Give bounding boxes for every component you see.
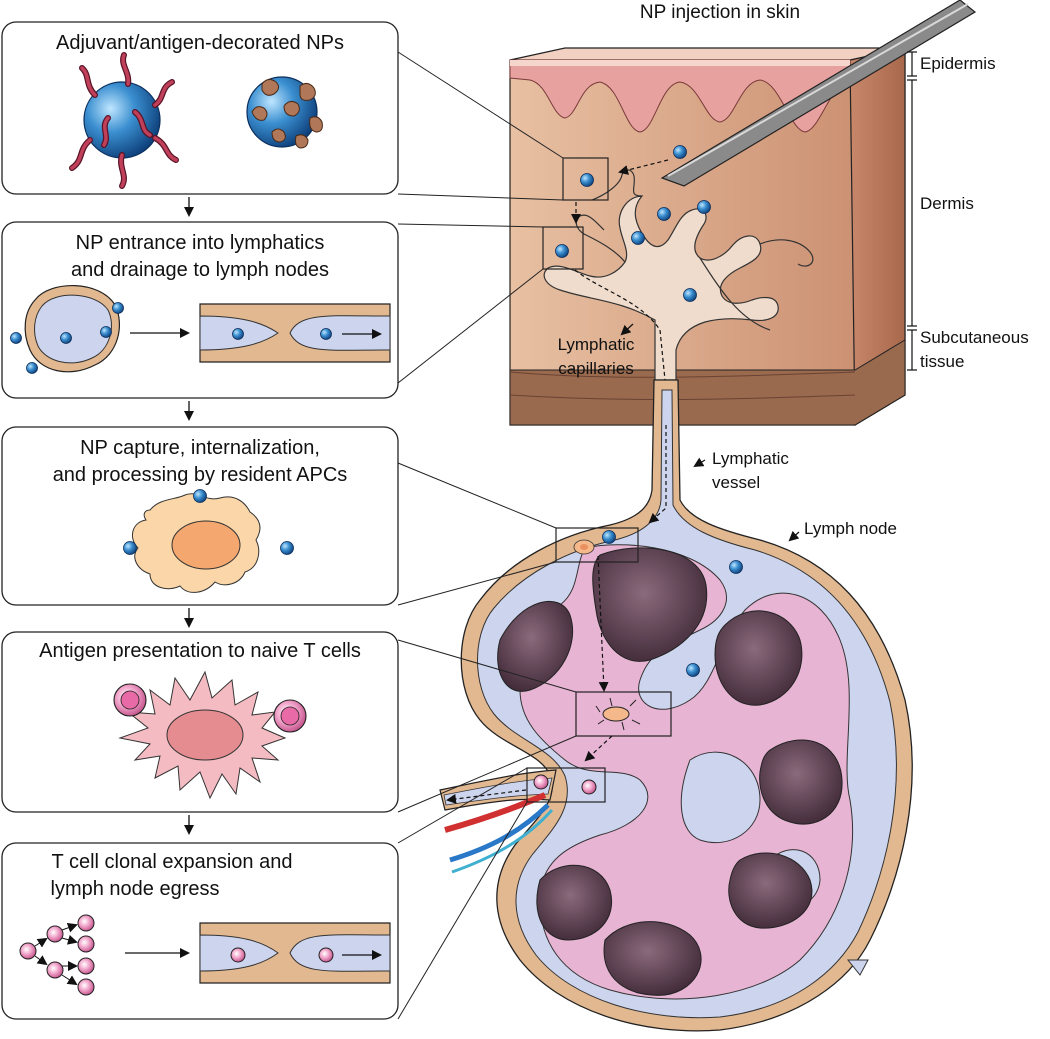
panel-title-line1: T cell clonal expansion and (52, 851, 293, 873)
panel-decorated-nps: Adjuvant/antigen-decorated NPs (1, 21, 399, 195)
lymphatic-vessel-label-line1: Lymphatic (712, 449, 789, 468)
panel-antigen-presentation: Antigen presentation to naive T cells (1, 631, 399, 813)
adjuvant-decorated-np (69, 52, 179, 189)
epidermis-label: Epidermis (920, 54, 996, 73)
panel-title-line2: lymph node egress (51, 878, 220, 900)
skin-block (509, 0, 977, 427)
zoom-box-egress (526, 767, 606, 803)
node-apc-presenting (595, 697, 641, 731)
lymph-node (439, 379, 913, 1032)
panel-lymphatic-entrance: NP entrance into lymphatics and drainage… (1, 221, 399, 399)
injection-label: NP injection in skin (640, 2, 800, 23)
subcutaneous-label-line1: Subcutaneous (920, 328, 1029, 347)
zoom-box-antigen-presentation (575, 691, 672, 737)
subcutaneous-label-line2: tissue (920, 352, 964, 371)
panel-tcell-expansion: T cell clonal expansion and lymph node e… (1, 842, 399, 1020)
panel-title: Antigen presentation to naive T cells (39, 640, 361, 662)
layer-brackets (907, 51, 917, 371)
resident-apc (123, 489, 294, 593)
panel-apc-capture: NP capture, internalization, and process… (1, 426, 399, 606)
connector-lines (397, 51, 577, 1020)
zoom-box-injection-site (562, 157, 609, 201)
zoom-box-lymphatic-entry (542, 226, 584, 270)
lymphatic-capillary-network (543, 169, 814, 381)
panel-title-line1: NP capture, internalization, (80, 437, 320, 459)
follicles (497, 547, 843, 996)
dermis-label: Dermis (920, 194, 974, 213)
lymphatic-vessel-label-line2: vessel (712, 473, 760, 492)
lymphatic-endothelial-cell (10, 284, 124, 374)
node-tcells (533, 774, 597, 795)
node-apc-capture (573, 539, 595, 555)
lymphatic-vessel-valve (199, 303, 391, 363)
lymph-node-label: Lymph node (804, 519, 897, 538)
antigen-decorated-np (246, 76, 323, 149)
panel-title-line2: and processing by resident APCs (53, 464, 348, 486)
panel-title-line1: NP entrance into lymphatics (76, 232, 325, 254)
lymphatic-capillaries-label-line2: capillaries (558, 359, 634, 378)
clonal-expansion-tcells (19, 914, 95, 996)
panel-title: Adjuvant/antigen-decorated NPs (56, 32, 344, 54)
efferent-vessel-valve (199, 922, 391, 984)
lymphatic-capillaries-label-line1: Lymphatic (558, 335, 635, 354)
panel-title-line2: and drainage to lymph nodes (71, 259, 329, 281)
injection-needle (660, 0, 977, 187)
dendritic-cell-with-tcells (113, 670, 307, 800)
zoom-box-apc-capture (555, 527, 639, 563)
